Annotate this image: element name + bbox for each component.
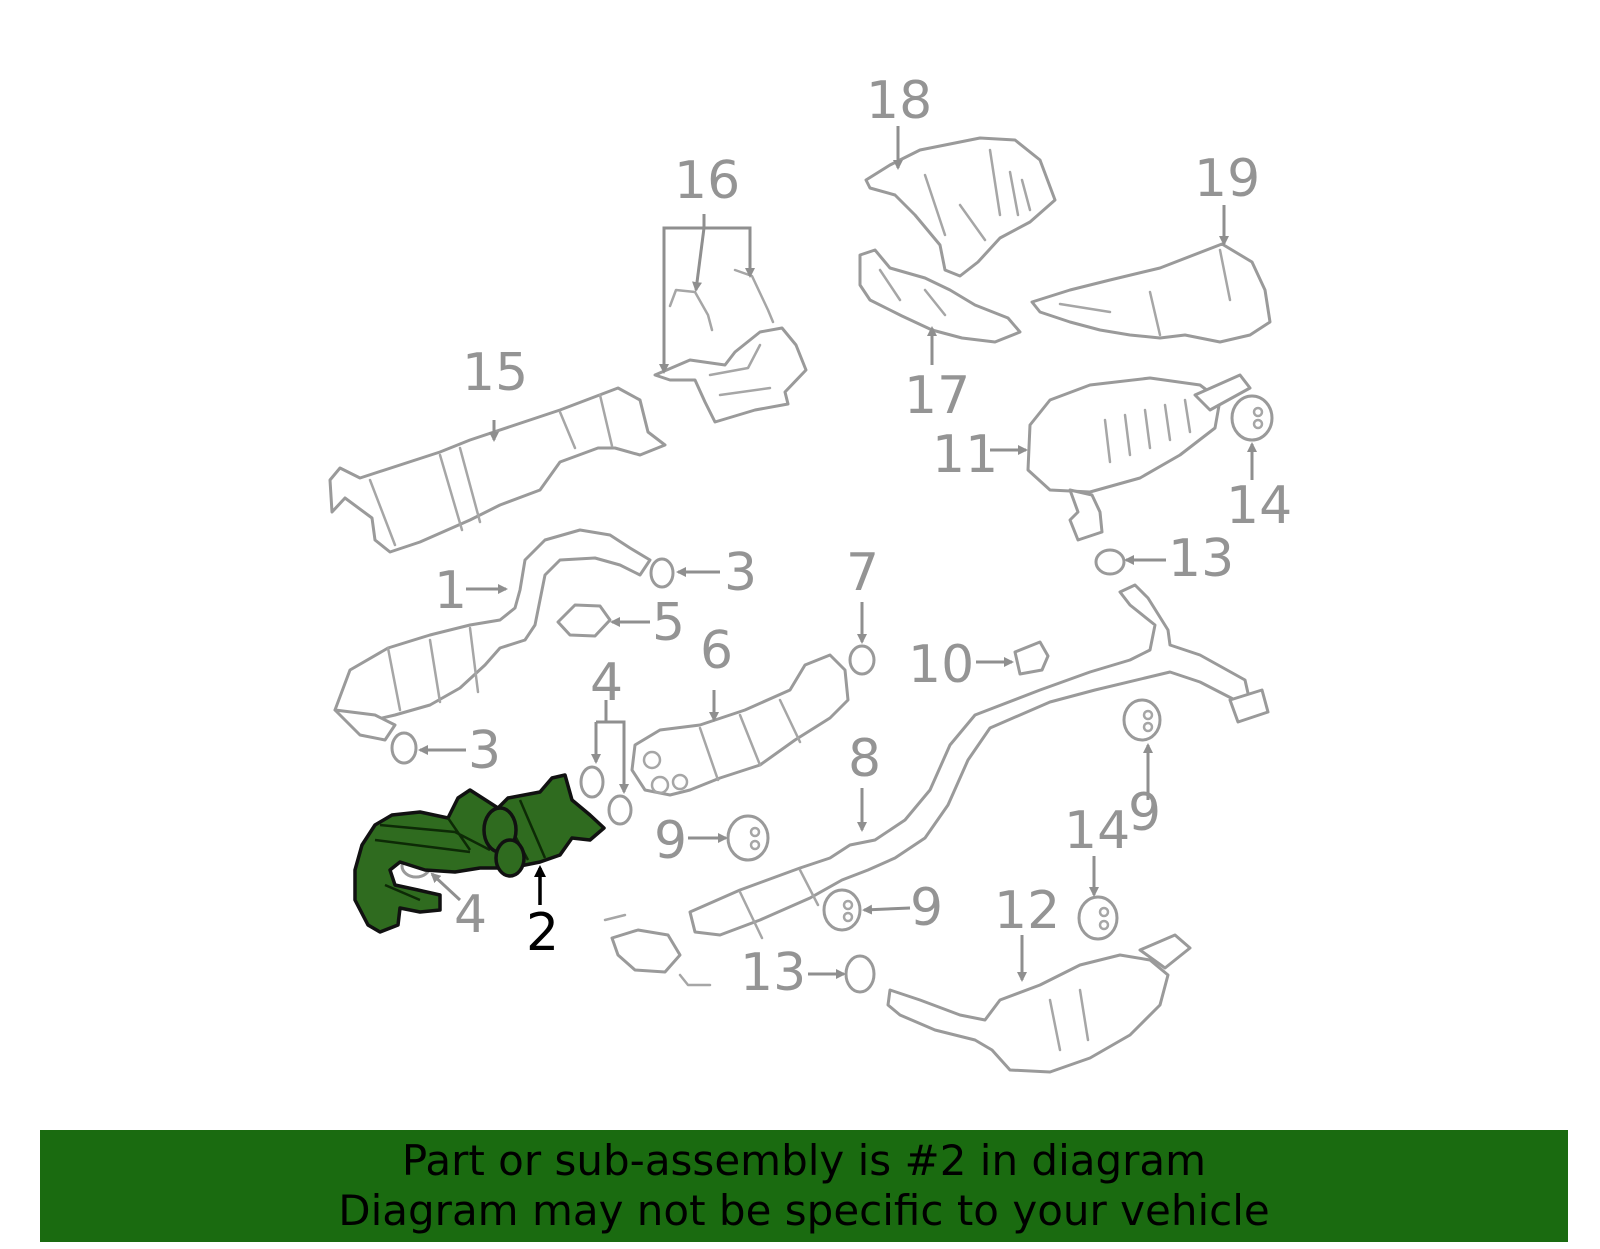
callout-4-upper: 4 (590, 653, 623, 713)
hanger-14-lower (1077, 895, 1119, 941)
heat-shield-17 (858, 248, 1022, 344)
callout-12: 12 (994, 881, 1060, 941)
gasket-4-upper-a (579, 765, 605, 799)
callout-14-upper: 14 (1226, 476, 1292, 536)
hanger-9-a (726, 814, 770, 862)
callout-13-upper: 13 (1168, 529, 1234, 589)
callout-2-highlighted: 2 (526, 903, 559, 963)
gasket-7 (848, 644, 876, 676)
callout-17: 17 (904, 366, 970, 426)
heat-shield-15 (328, 386, 667, 554)
callout-9-mid: 9 (910, 878, 943, 938)
callout-3-upper: 3 (724, 543, 757, 603)
info-banner: Part or sub-assembly is #2 in diagram Di… (40, 1130, 1568, 1242)
callout-19: 19 (1194, 149, 1260, 209)
banner-line-2: Diagram may not be specific to your vehi… (338, 1186, 1270, 1235)
plate-5 (556, 603, 612, 638)
brackets-16 (653, 268, 808, 424)
callout-18: 18 (866, 71, 932, 131)
muffler-12 (886, 933, 1192, 1074)
callout-7: 7 (846, 543, 879, 603)
center-pipe-8 (603, 583, 1270, 987)
exhaust-manifold-2-highlighted (353, 773, 606, 934)
heat-shield-18 (864, 136, 1057, 278)
hanger-14-upper (1230, 394, 1274, 442)
callout-1: 1 (434, 561, 467, 621)
heat-shield-19 (1030, 242, 1272, 344)
gasket-13-lower (844, 954, 876, 994)
callout-10: 10 (908, 635, 974, 695)
gasket-3-upper (649, 557, 675, 589)
callout-16: 16 (674, 151, 740, 211)
hanger-9-c (1122, 698, 1162, 742)
muffler-11 (1026, 373, 1252, 542)
callout-5: 5 (652, 593, 685, 653)
hanger-10 (1013, 640, 1050, 676)
front-pipe-1 (333, 528, 652, 742)
callout-13-lower: 13 (740, 943, 806, 1003)
gasket-13-upper (1094, 548, 1126, 576)
banner-line-1: Part or sub-assembly is #2 in diagram (401, 1136, 1207, 1185)
callout-9-left: 9 (654, 811, 687, 871)
hanger-9-b (822, 888, 862, 932)
gasket-4-upper-b (607, 794, 633, 826)
callout-numbers: 15 16 18 17 19 11 14 13 1 3 5 7 6 10 4 3… (434, 71, 1292, 1003)
callout-15: 15 (462, 343, 528, 403)
callout-6: 6 (700, 621, 733, 681)
callout-14-lower: 14 (1064, 801, 1130, 861)
callout-4-lower: 4 (454, 885, 487, 945)
callout-9-right: 9 (1128, 783, 1161, 843)
callout-8: 8 (848, 729, 881, 789)
leader-lines (418, 126, 1257, 982)
callout-11: 11 (932, 425, 998, 485)
converter-6 (630, 653, 850, 797)
gasket-3-lower (390, 731, 418, 765)
callout-3-lower: 3 (468, 721, 501, 781)
